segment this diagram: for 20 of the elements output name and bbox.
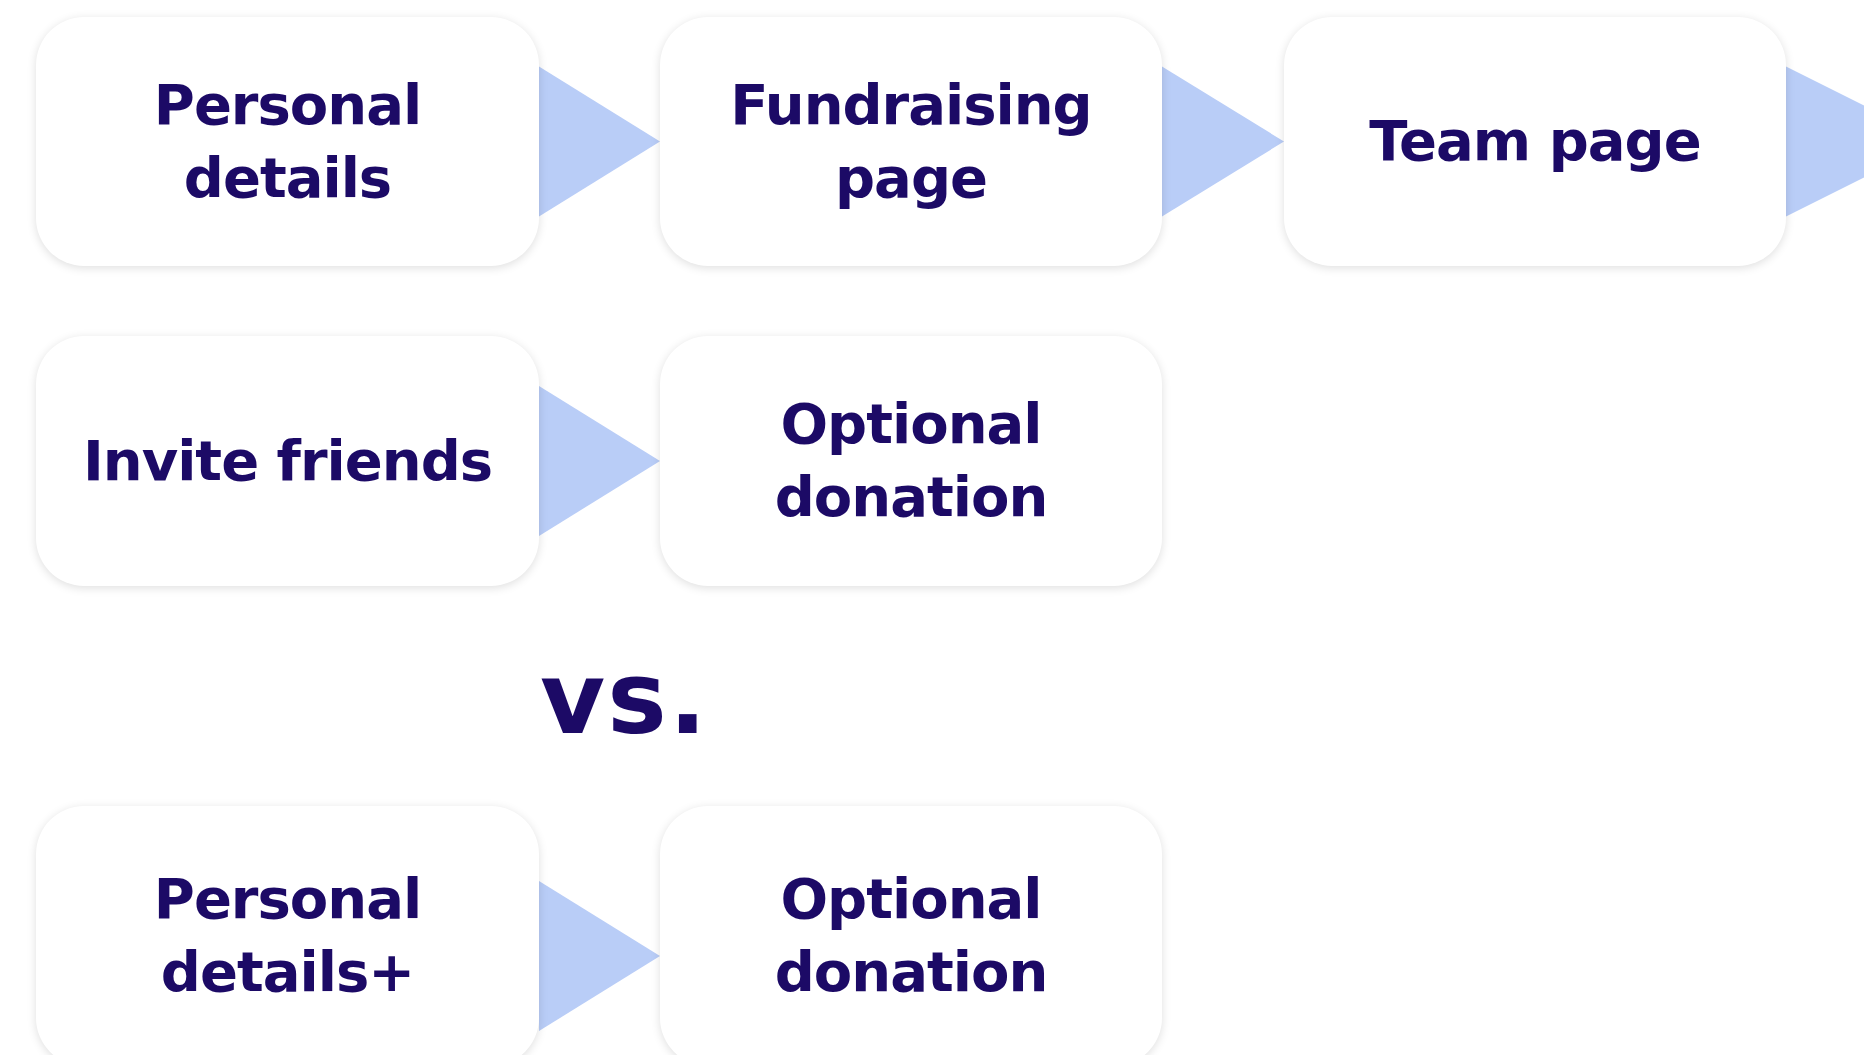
step-box <box>660 336 1162 586</box>
chevron-arrow <box>1162 66 1284 217</box>
step-box <box>36 336 539 586</box>
chevron-arrow <box>1786 66 1864 217</box>
step-label: Optional donation <box>773 865 1049 1006</box>
chevron-arrow <box>539 386 660 536</box>
step-box <box>36 17 539 266</box>
chevron-arrow <box>539 881 660 1031</box>
step-box <box>1284 17 1786 266</box>
step-box <box>660 17 1162 266</box>
step-label: Fundraising page <box>729 70 1093 212</box>
step-box <box>36 806 539 1055</box>
step-label: Personal details+ <box>152 865 423 1006</box>
step-box <box>660 806 1162 1055</box>
chevron-arrow <box>539 66 660 217</box>
step-label: Team page <box>1369 107 1701 176</box>
step-label: Invite friends <box>82 426 493 495</box>
comparison-label: vs. <box>540 640 709 757</box>
step-label: Personal details <box>152 70 423 212</box>
step-label: Optional donation <box>773 390 1049 531</box>
